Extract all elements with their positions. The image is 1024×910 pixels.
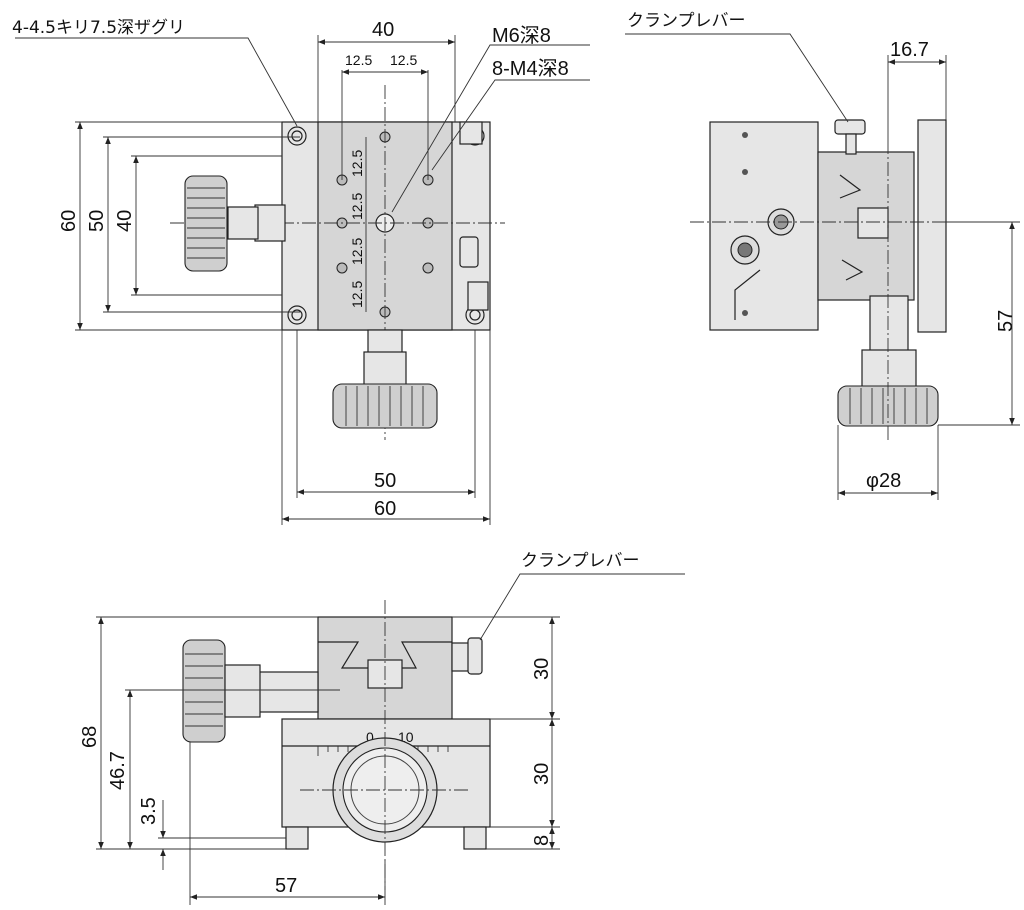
dim-top-40: 40: [372, 19, 394, 41]
top-view: 4-4.5キリ7.5深ザグリ 40 12.5 12.5 M6深8 8-M4深8 …: [12, 18, 590, 525]
side-top-table: [917, 119, 947, 333]
front-x-knob: [182, 639, 226, 743]
front-dimensions: [96, 573, 685, 905]
front-foot-right: [463, 826, 487, 850]
front-dim-30-mid: 30: [531, 763, 553, 785]
dim-pitch-left: 12.5: [345, 52, 372, 68]
front-dim-30-top: 30: [531, 658, 553, 680]
side-dim-16-7: 16.7: [890, 39, 929, 61]
callout-m4: 8-M4深8: [492, 57, 569, 80]
front-dim-46-7: 46.7: [107, 751, 129, 790]
dim-height-50: 50: [86, 210, 108, 232]
side-callout-clamp: クランプレバー: [627, 11, 746, 31]
dim-v-pitch-4: 12.5: [349, 281, 365, 308]
front-dim-8: 8: [531, 835, 553, 846]
dim-bottom-50: 50: [374, 470, 396, 492]
side-base: [709, 121, 819, 331]
side-dim-57: 57: [995, 310, 1017, 332]
dim-v-pitch-2: 12.5: [349, 193, 365, 220]
front-dim-68: 68: [79, 726, 101, 748]
side-clamp-lever: [834, 119, 866, 135]
scale-label-0: 0: [366, 729, 374, 745]
front-callout-clamp: クランプレバー: [521, 551, 640, 571]
dim-height-60: 60: [58, 210, 80, 232]
dim-bottom-60: 60: [374, 498, 396, 520]
y-knob: [332, 383, 438, 429]
top-dimensions: [15, 35, 590, 525]
m4-holes: [336, 131, 434, 318]
x-shaft: [254, 204, 286, 242]
callout-counterbore: 4-4.5キリ7.5深ザグリ: [12, 18, 185, 38]
dim-height-40: 40: [114, 210, 136, 232]
dim-v-pitch-3: 12.5: [349, 238, 365, 265]
side-view: クランプレバー 16.7 57 φ28: [625, 11, 1020, 500]
x-knob: [184, 175, 228, 272]
top-clamp-lever: [459, 236, 479, 268]
front-foot-left: [285, 826, 309, 850]
front-view: 0 10: [79, 551, 685, 905]
dim-pitch-right: 12.5: [390, 52, 417, 68]
callout-m6: M6深8: [492, 24, 551, 47]
side-dim-dia-28: φ28: [866, 470, 901, 492]
front-dim-3-5: 3.5: [138, 797, 160, 825]
front-dim-57: 57: [275, 875, 297, 897]
dim-v-pitch-1: 12.5: [349, 150, 365, 177]
side-dimensions: [625, 33, 1020, 500]
